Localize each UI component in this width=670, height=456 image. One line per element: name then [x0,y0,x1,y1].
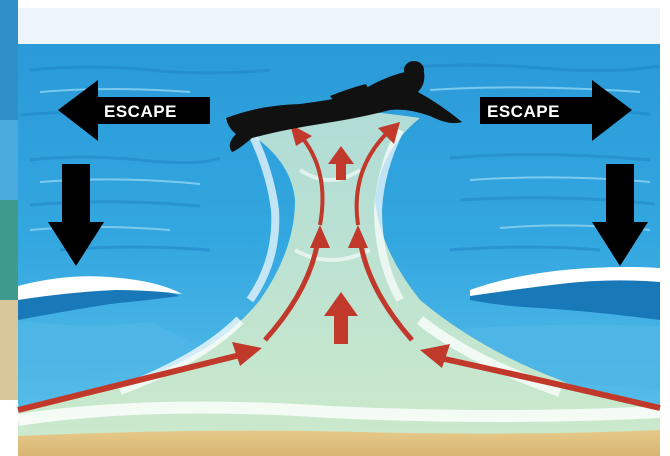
escape-label-left: ESCAPE [104,102,177,121]
left-photo-strip [0,0,18,400]
sand [18,430,660,456]
sky [18,8,660,44]
escape-label-right: ESCAPE [487,102,560,121]
